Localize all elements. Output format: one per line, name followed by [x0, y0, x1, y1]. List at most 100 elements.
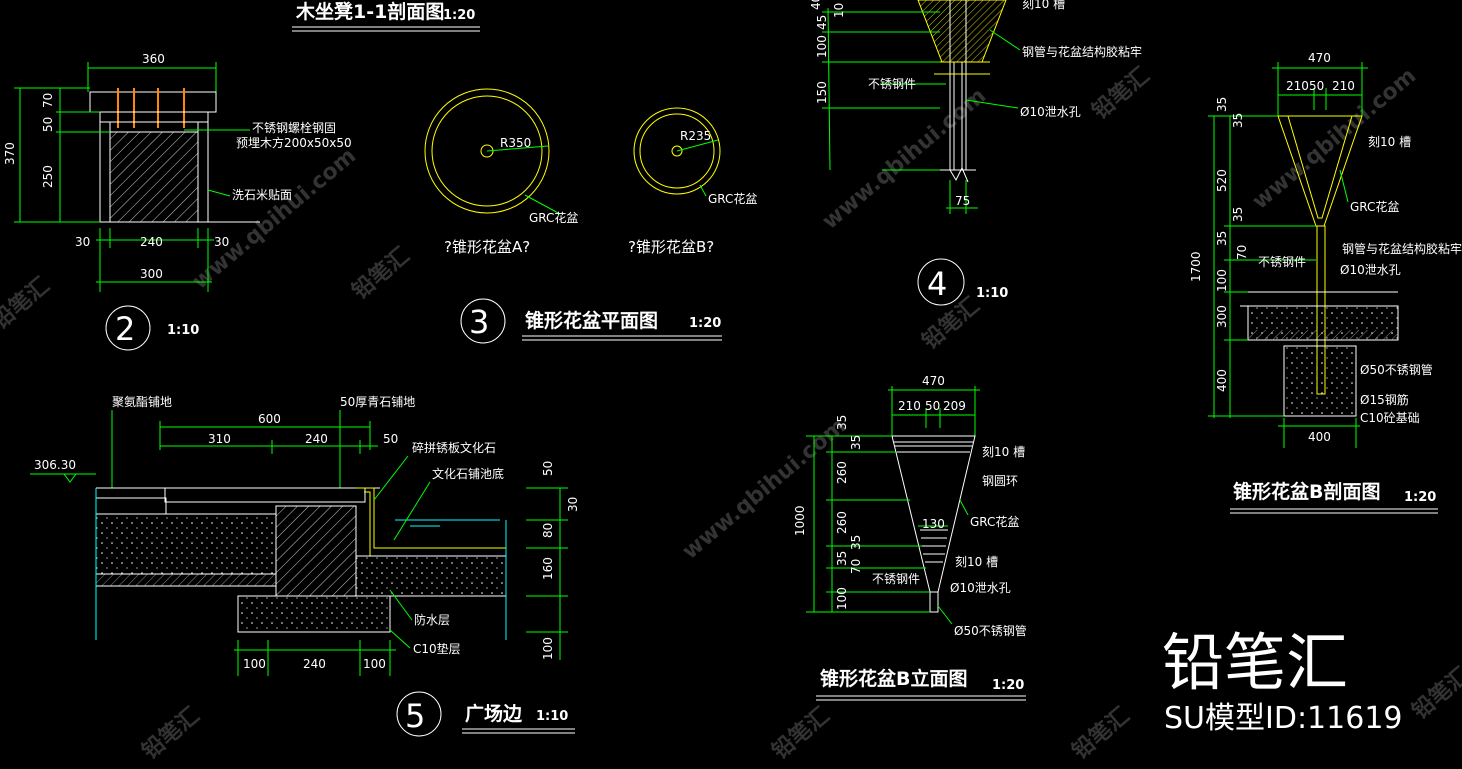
planter-b-elevation-detail: 470 210 50 209 130 1000 35 35 260 260 35: [793, 374, 1027, 701]
svg-text:100: 100: [1215, 269, 1229, 292]
svg-text:Ø50不锈钢管: Ø50不锈钢管: [954, 623, 1027, 638]
svg-text:钢圆环: 钢圆环: [982, 474, 1018, 488]
svg-text:470: 470: [922, 374, 945, 388]
svg-text:75: 75: [955, 194, 970, 208]
svg-text:400: 400: [1308, 430, 1331, 444]
svg-text:35: 35: [835, 551, 849, 566]
svg-text:C10垫层: C10垫层: [413, 641, 461, 656]
svg-text:210: 210: [1332, 79, 1355, 93]
svg-text:www.qbihui.com: www.qbihui.com: [818, 84, 991, 235]
svg-text:100: 100: [835, 587, 849, 610]
svg-text:35: 35: [1215, 231, 1229, 246]
svg-text:www.qbihui.com: www.qbihui.com: [188, 144, 361, 295]
svg-text:50: 50: [541, 461, 555, 476]
planter-plan-title: 锥形花盆平面图: [525, 309, 658, 332]
svg-text:不锈钢件: 不锈钢件: [868, 77, 916, 91]
svg-text:Ø10泄水孔: Ø10泄水孔: [1020, 105, 1081, 119]
model-id: SU模型ID:11619: [1164, 701, 1403, 736]
svg-text:?锥形花盆A?: ?锥形花盆A?: [444, 238, 530, 256]
svg-text:R235: R235: [680, 129, 711, 143]
svg-text:聚氨酯铺地: 聚氨酯铺地: [112, 395, 172, 409]
svg-text:35: 35: [1231, 207, 1245, 222]
svg-text:150: 150: [815, 81, 829, 104]
svg-text:Ø50不锈钢管: Ø50不锈钢管: [1360, 362, 1433, 377]
svg-text:GRC花盆: GRC花盆: [1350, 199, 1399, 214]
svg-text:Ø15钢筋: Ø15钢筋: [1360, 392, 1409, 407]
svg-text:Ø10泄水孔: Ø10泄水孔: [950, 581, 1011, 595]
svg-text:35: 35: [835, 415, 849, 430]
svg-text:30: 30: [75, 235, 90, 249]
svg-text:不锈钢螺栓钢固: 不锈钢螺栓钢固: [252, 120, 336, 135]
detail-5-number: 5: [405, 697, 425, 735]
svg-text:钢管与花盆结构胶粘牢: 钢管与花盆结构胶粘牢: [1022, 44, 1142, 59]
svg-text:300: 300: [1215, 305, 1229, 328]
svg-text:Ø10泄水孔: Ø10泄水孔: [1340, 263, 1401, 277]
svg-text:30: 30: [214, 235, 229, 249]
svg-text:370: 370: [3, 142, 17, 165]
svg-text:100: 100: [363, 657, 386, 671]
svg-text:碎拼锈板文化石: 碎拼锈板文化石: [412, 440, 496, 455]
svg-text:45: 45: [815, 15, 829, 30]
svg-text:240: 240: [303, 657, 326, 671]
plaza-edge-title: 广场边: [465, 702, 523, 725]
svg-text:50: 50: [383, 432, 398, 446]
svg-text:210: 210: [898, 399, 921, 413]
svg-text:70: 70: [41, 93, 55, 108]
svg-text:?锥形花盆B?: ?锥形花盆B?: [628, 238, 714, 256]
bench-section-title: 木坐凳1-1剖面图: [295, 0, 444, 23]
svg-text:刻10 槽: 刻10 槽: [955, 555, 998, 569]
svg-text:35: 35: [849, 535, 863, 550]
svg-text:35: 35: [1215, 97, 1229, 112]
svg-text:240: 240: [140, 235, 163, 249]
svg-text:预埋木方200x50x50: 预埋木方200x50x50: [236, 135, 352, 150]
detail-4-number: 4: [927, 265, 947, 303]
svg-text:35: 35: [849, 435, 863, 450]
svg-text:刻10 槽: 刻10 槽: [1022, 0, 1065, 11]
svg-text:不锈钢件: 不锈钢件: [1258, 255, 1306, 269]
svg-text:防水层: 防水层: [414, 612, 450, 627]
svg-text:160: 160: [541, 557, 555, 580]
svg-text:70: 70: [1235, 245, 1249, 260]
svg-text:70: 70: [849, 559, 863, 574]
svg-text:470: 470: [1308, 51, 1331, 65]
svg-text:310: 310: [208, 432, 231, 446]
svg-text:R350: R350: [500, 136, 531, 150]
brand-logo: 铅笔汇: [1162, 626, 1348, 699]
planter-b-elevation-title: 锥形花盆B立面图: [820, 667, 967, 690]
svg-text:铅笔汇: 铅笔汇: [767, 702, 834, 764]
detail-2-number: 2: [115, 310, 135, 348]
planter-b-section-title: 锥形花盆B剖面图: [1233, 480, 1380, 503]
svg-text:260: 260: [835, 461, 849, 484]
planter-plan-detail: R350 GRC花盆 ?锥形花盆A? R235 GRC花盆 ?锥形花盆B? 3 …: [424, 88, 757, 344]
svg-text:铅笔汇: 铅笔汇: [1087, 62, 1154, 124]
svg-text:306.30: 306.30: [34, 458, 76, 472]
svg-text:260: 260: [835, 511, 849, 534]
svg-text:铅笔汇: 铅笔汇: [1067, 702, 1134, 764]
svg-text:250: 250: [41, 165, 55, 188]
bench-section-detail: 木坐凳1-1剖面图 1:20 360 370 70 50 250: [3, 0, 480, 351]
svg-text:C10砼基础: C10砼基础: [1360, 411, 1420, 425]
svg-text:80: 80: [541, 523, 555, 538]
svg-text:1:20: 1:20: [689, 316, 721, 331]
svg-text:100: 100: [243, 657, 266, 671]
svg-text:210: 210: [1286, 79, 1309, 93]
svg-text:35: 35: [1231, 113, 1245, 128]
svg-text:铅笔汇: 铅笔汇: [347, 242, 414, 304]
svg-text:1:20: 1:20: [992, 678, 1024, 693]
svg-text:240: 240: [305, 432, 328, 446]
svg-text:1000: 1000: [793, 505, 807, 536]
svg-text:100: 100: [541, 637, 555, 660]
pipe-detail-4: 40 45 10 100 150 刻10 槽 钢管与花盆结构胶粘牢 不锈钢件 Ø…: [809, 0, 1142, 306]
svg-text:铅笔汇: 铅笔汇: [137, 702, 204, 764]
svg-text:GRC花盆: GRC花盆: [708, 191, 757, 206]
brand-block: 铅笔汇 SU模型ID:11619: [1162, 626, 1403, 736]
svg-text:300: 300: [140, 267, 163, 281]
svg-text:钢管与花盆结构胶粘牢: 钢管与花盆结构胶粘牢: [1342, 241, 1462, 256]
svg-text:50: 50: [41, 117, 55, 132]
svg-text:520: 520: [1215, 169, 1229, 192]
svg-text:刻10 槽: 刻10 槽: [1368, 135, 1411, 149]
svg-text:洗石米贴面: 洗石米贴面: [232, 188, 292, 202]
svg-text:50: 50: [925, 399, 940, 413]
svg-text:1:20: 1:20: [1404, 490, 1436, 505]
